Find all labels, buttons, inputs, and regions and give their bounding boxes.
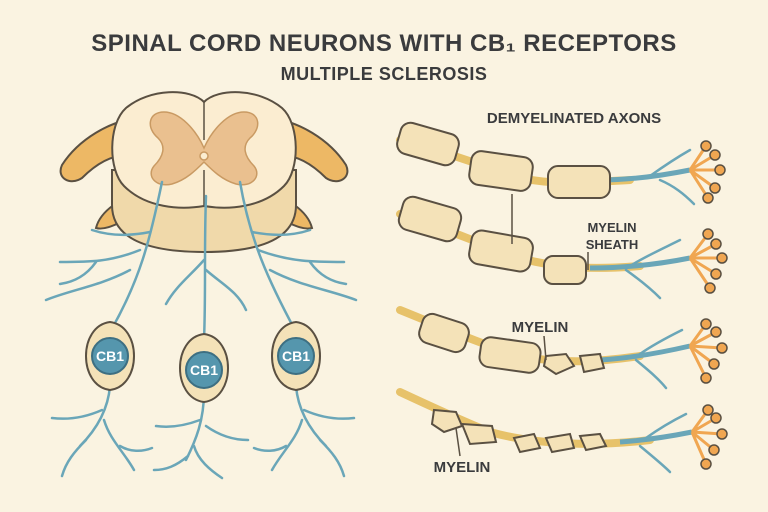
cb1-label-right: CB1: [282, 348, 310, 364]
neuron-body-right: CB1: [271, 320, 321, 392]
label-myelin-sheath-line2: SHEATH: [586, 237, 638, 252]
label-myelin-middle: MYELIN: [512, 319, 569, 336]
neuron-body-middle: CB1: [179, 332, 229, 404]
label-leaders: [455, 194, 589, 457]
axon-to-neuron-left: [108, 180, 164, 334]
neuron-body-left: CB1: [85, 320, 135, 392]
axon-1: [396, 121, 726, 206]
label-myelin-bottom: MYELIN: [434, 459, 491, 476]
cb1-label-middle: CB1: [190, 362, 218, 378]
cb1-label-left: CB1: [96, 348, 124, 364]
cb1-receptor-right: [277, 337, 315, 375]
axon-to-neuron-right: [238, 180, 298, 334]
cb1-receptor-left: [91, 337, 129, 375]
axon-2: [396, 195, 728, 300]
axons-heading: DEMYELINATED AXONS: [487, 110, 661, 127]
axon-to-neuron-middle: [202, 194, 208, 342]
spinal-cord: [59, 91, 349, 254]
axon-4: [396, 388, 728, 474]
label-myelin-sheath-line1: MYELIN: [587, 220, 636, 235]
axon-3: [396, 306, 728, 390]
page-title: SPINAL CORD NEURONS WITH CB₁ RECEPTORS: [91, 30, 677, 57]
grey-matter: [149, 111, 259, 186]
page-subtitle: MULTIPLE SCLEROSIS: [280, 64, 488, 84]
neuron-processes: [44, 180, 358, 480]
cb1-receptor-middle: [185, 351, 223, 389]
